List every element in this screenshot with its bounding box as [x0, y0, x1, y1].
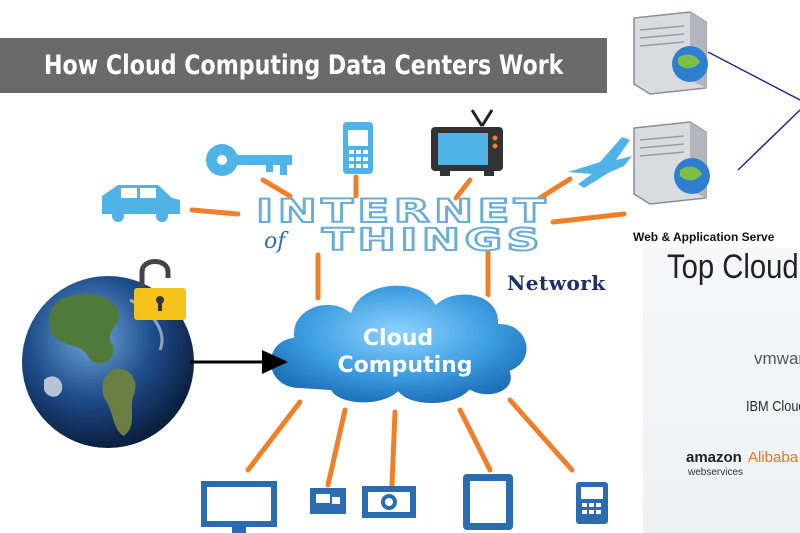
server-icon [633, 121, 710, 205]
alibaba-label: Alibaba [748, 449, 799, 466]
top-cloud-heading: Top Cloud [667, 248, 799, 286]
amazon-label: amazon [686, 449, 742, 466]
ibm-cloud-label: IBM Cloud [746, 398, 800, 415]
arrow-icon [190, 350, 288, 374]
page-title: How Cloud Computing Data Centers Work [43, 50, 564, 81]
camera-cctv-icon [310, 488, 346, 514]
desktop-monitor-icon [201, 481, 277, 533]
vmware-label: vmware [754, 349, 800, 368]
iot-wordmark: INTERNET of THINGS [255, 191, 550, 259]
key-icon [206, 144, 292, 176]
server-connection-lines [707, 51, 800, 171]
cloud-label-line2: Computing [337, 353, 472, 378]
network-label: Network [507, 271, 606, 295]
cloud-label-line1: Cloud [363, 326, 433, 351]
television-icon [431, 109, 503, 176]
title-banner: How Cloud Computing Data Centers Work [0, 38, 607, 93]
server-caption: Web & Application Serve [633, 230, 775, 244]
airplane-icon [568, 137, 632, 188]
top-cloud-panel [643, 248, 800, 533]
iot-of: of [264, 229, 289, 254]
server-icon [633, 11, 708, 95]
cloud-shape: Cloud Computing [266, 281, 531, 407]
padlock-icon [134, 259, 186, 320]
car-icon [102, 185, 180, 222]
photo-camera-icon [362, 486, 416, 518]
connector-lines [189, 174, 627, 488]
handheld-device-icon [576, 482, 608, 524]
tablet-icon [463, 474, 513, 530]
iot-line2: THINGS [322, 223, 544, 258]
amazon-webservices-label: webservices [688, 467, 744, 478]
iot-line1: INTERNET [256, 192, 550, 230]
mobile-phone-icon [343, 122, 373, 174]
